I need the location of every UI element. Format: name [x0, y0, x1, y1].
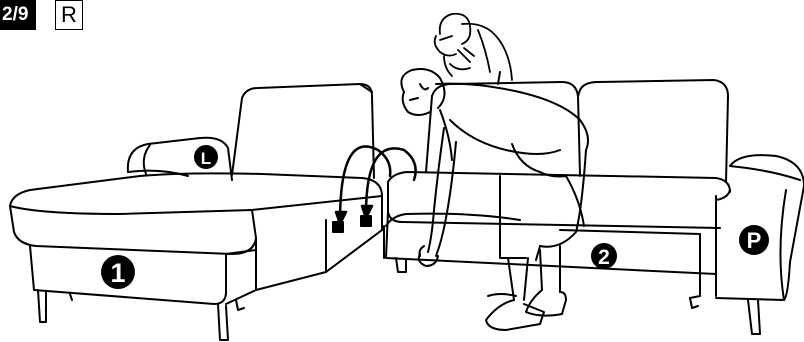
svg-text:1: 1 — [110, 258, 125, 288]
lifting-person — [401, 69, 588, 330]
sofa-module — [384, 72, 804, 334]
helper-person — [435, 14, 512, 80]
svg-text:2: 2 — [598, 246, 610, 269]
marker-right: P — [739, 225, 769, 255]
connection-arrows — [336, 146, 416, 224]
marker-part-1: 1 — [101, 255, 135, 289]
chaise-module — [10, 84, 382, 340]
svg-text:L: L — [201, 149, 211, 168]
marker-part-2: 2 — [591, 243, 617, 269]
svg-text:P: P — [747, 228, 762, 253]
marker-left: L — [194, 145, 218, 169]
